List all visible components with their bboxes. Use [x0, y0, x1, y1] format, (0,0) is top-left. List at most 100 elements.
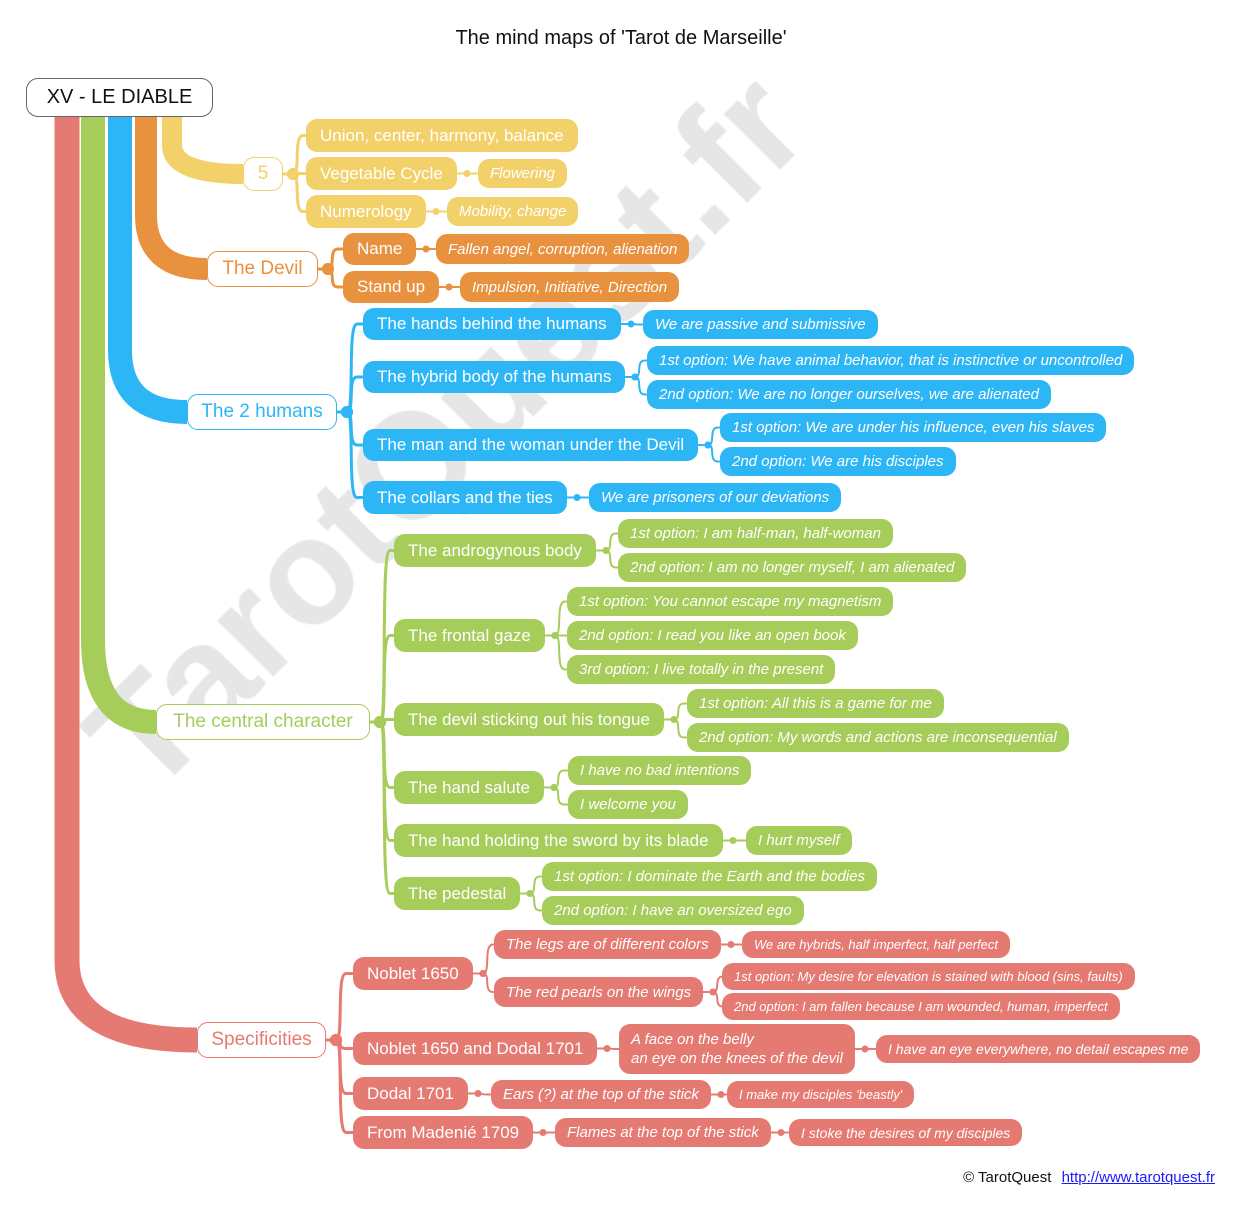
node-hybrid-1[interactable]: 1st option: We have animal behavior, tha… — [647, 346, 1135, 375]
connector-dot — [474, 1090, 482, 1097]
node-frontal-gaze[interactable]: The frontal gaze — [394, 619, 545, 652]
connector-dot — [374, 716, 386, 728]
connector-dot — [709, 988, 717, 996]
node-fallen-angel[interactable]: Fallen angel, corruption, alienation — [436, 234, 690, 264]
node-pearls-2[interactable]: 2nd option: I am fallen because I am wou… — [722, 993, 1120, 1020]
node-name[interactable]: Name — [343, 233, 417, 265]
node-impulsion[interactable]: Impulsion, Initiative, Direction — [460, 272, 680, 302]
connector — [545, 634, 567, 671]
node-stoke[interactable]: I stoke the desires of my disciples — [789, 1119, 1023, 1146]
node-gaze-1[interactable]: 1st option: You cannot escape my magneti… — [567, 587, 894, 616]
branch-central — [81, 115, 157, 734]
node-dodal-1701[interactable]: Dodal 1701 — [353, 1077, 468, 1110]
node-stand-up[interactable]: Stand up — [343, 271, 440, 303]
node-hybrids[interactable]: We are hybrids, half imperfect, half per… — [742, 931, 1010, 958]
node-salute-2[interactable]: I welcome you — [568, 790, 688, 819]
node-pearls-1[interactable]: 1st option: My desire for elevation is s… — [722, 963, 1135, 990]
node-hurt[interactable]: I hurt myself — [746, 826, 852, 855]
connector-dot — [602, 547, 610, 554]
node-andro-1[interactable]: 1st option: I am half-man, half-woman — [618, 519, 893, 548]
node-passive[interactable]: We are passive and submissive — [643, 310, 878, 339]
root-node[interactable]: XV - LE DIABLE — [26, 78, 213, 117]
branch-5 — [162, 115, 244, 184]
node-gaze-2[interactable]: 2nd option: I read you like an open book — [567, 621, 858, 650]
connector — [370, 634, 394, 724]
node-sword[interactable]: The hand holding the sword by its blade — [394, 824, 723, 857]
node-ears[interactable]: Ears (?) at the top of the stick — [491, 1080, 711, 1109]
connector-dot — [539, 1129, 547, 1136]
connector-dot — [603, 1045, 611, 1052]
node-madenie-1709[interactable]: From Madenié 1709 — [353, 1116, 534, 1149]
branch-devil — [135, 115, 208, 280]
connector-dot — [341, 406, 353, 418]
node-5[interactable]: 5 — [243, 157, 283, 191]
node-legs[interactable]: The legs are of different colors — [494, 930, 721, 959]
node-man-2[interactable]: 2nd option: We are his disciples — [720, 447, 956, 476]
connector-dot — [551, 632, 559, 639]
node-prisoners[interactable]: We are prisoners of our deviations — [589, 483, 842, 512]
node-andro-2[interactable]: 2nd option: I am no longer myself, I am … — [618, 553, 967, 582]
node-hand-salute[interactable]: The hand salute — [394, 771, 544, 804]
node-androgynous[interactable]: The androgynous body — [394, 534, 596, 567]
node-face-belly[interactable]: A face on the belly an eye on the knees o… — [619, 1024, 855, 1074]
node-the-devil[interactable]: The Devil — [207, 251, 318, 287]
node-tongue-2[interactable]: 2nd option: My words and actions are inc… — [687, 723, 1069, 752]
website-link[interactable]: http://www.tarotquest.fr — [1061, 1169, 1215, 1186]
footer: © TarotQuest http://www.tarotquest.fr — [963, 1169, 1215, 1186]
node-flames[interactable]: Flames at the top of the stick — [555, 1118, 771, 1147]
connector-dot — [631, 373, 639, 381]
connector-dot — [432, 208, 440, 215]
connector-dot — [861, 1045, 869, 1053]
node-union[interactable]: Union, center, harmony, balance — [306, 119, 578, 152]
connector — [370, 720, 394, 895]
node-hybrid-2[interactable]: 2nd option: We are no longer ourselves, … — [647, 380, 1051, 409]
connector-dot — [526, 890, 534, 897]
face-line-2: an eye on the knees of the devil — [631, 1050, 843, 1067]
node-pedestal-2[interactable]: 2nd option: I have an oversized ego — [542, 896, 804, 925]
connector-dot — [727, 941, 735, 948]
node-the-2-humans[interactable]: The 2 humans — [187, 394, 337, 430]
node-numerology[interactable]: Numerology — [306, 195, 426, 228]
branch-specificities — [54, 115, 198, 1053]
node-gaze-3[interactable]: 3rd option: I live totally in the presen… — [567, 655, 836, 684]
node-tongue[interactable]: The devil sticking out his tongue — [394, 703, 664, 736]
connector-dot — [479, 970, 487, 977]
connector-dot — [322, 263, 334, 275]
face-line-1: A face on the belly — [631, 1031, 754, 1048]
node-noblet-dodal[interactable]: Noblet 1650 and Dodal 1701 — [353, 1032, 598, 1065]
node-mobility[interactable]: Mobility, change — [447, 197, 579, 226]
connector-dot — [445, 283, 453, 291]
connector — [473, 943, 494, 975]
connector-dot — [330, 1034, 342, 1046]
connector-dot — [717, 1091, 725, 1098]
connector-dot — [670, 716, 678, 723]
node-hands-behind[interactable]: The hands behind the humans — [363, 308, 621, 340]
connector — [337, 410, 363, 499]
node-pedestal-1[interactable]: 1st option: I dominate the Earth and the… — [542, 862, 878, 891]
node-collars[interactable]: The collars and the ties — [363, 481, 567, 514]
connector-dot — [463, 170, 471, 177]
node-flowering[interactable]: Flowering — [478, 159, 568, 188]
node-central-character[interactable]: The central character — [156, 704, 370, 740]
connector-dot — [550, 784, 558, 791]
node-salute-1[interactable]: I have no bad intentions — [568, 756, 752, 785]
node-hybrid-body[interactable]: The hybrid body of the humans — [363, 361, 626, 393]
connector-dot — [573, 494, 581, 501]
node-specificities[interactable]: Specificities — [197, 1022, 326, 1058]
node-man-woman[interactable]: The man and the woman under the Devil — [363, 429, 699, 461]
node-red-pearls[interactable]: The red pearls on the wings — [494, 977, 704, 1007]
node-tongue-1[interactable]: 1st option: All this is a game for me — [687, 689, 944, 718]
connector-dot — [287, 168, 299, 180]
connector-dot — [704, 441, 712, 449]
branch-humans — [108, 115, 188, 424]
node-man-1[interactable]: 1st option: We are under his influence, … — [720, 413, 1107, 442]
node-pedestal[interactable]: The pedestal — [394, 877, 521, 910]
node-eye-everywhere[interactable]: I have an eye everywhere, no detail esca… — [876, 1035, 1201, 1063]
connector-dot — [627, 320, 635, 328]
connector — [545, 600, 567, 637]
node-beastly[interactable]: I make my disciples 'beastly' — [727, 1081, 915, 1108]
node-noblet-1650[interactable]: Noblet 1650 — [353, 957, 473, 990]
node-vegetable-cycle[interactable]: Vegetable Cycle — [306, 157, 457, 190]
connector-dot — [729, 837, 737, 844]
